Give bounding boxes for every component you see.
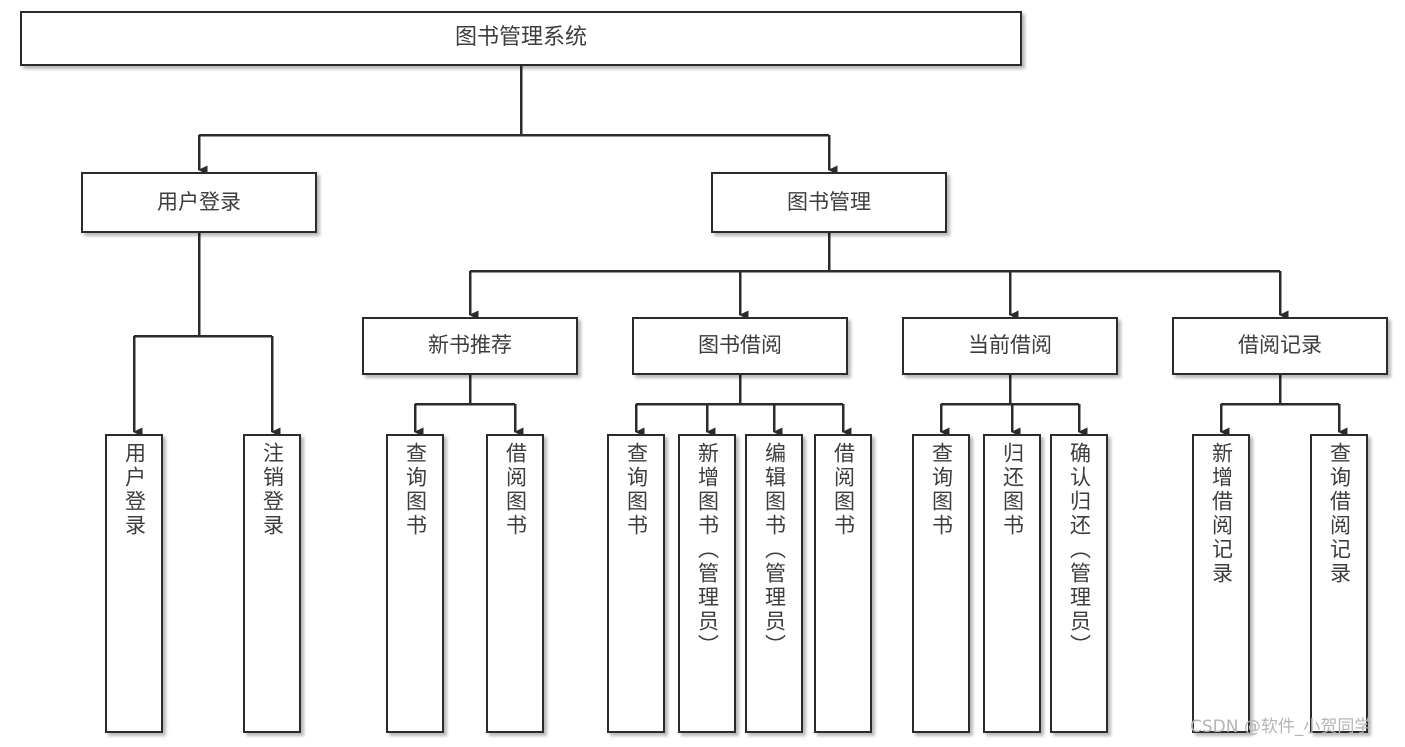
node-label: 借阅图书	[503, 442, 528, 538]
node-user-login[interactable]: 用户登录	[81, 172, 317, 233]
node-label: 新增借阅记录	[1209, 442, 1234, 586]
node-book-borrow[interactable]: 图书借阅	[632, 317, 848, 375]
node-book-management[interactable]: 图书管理	[711, 172, 947, 233]
node-label: 查询借阅记录	[1327, 442, 1352, 586]
node-label: 确认归还（管理员）	[1067, 442, 1092, 658]
node-label: 查询图书	[624, 442, 649, 538]
node-leaf-add-book[interactable]: 新增图书（管理员）	[678, 434, 736, 733]
node-leaf-user-login[interactable]: 用户登录	[105, 434, 163, 733]
node-leaf-query-book-2[interactable]: 查询图书	[607, 434, 665, 733]
node-leaf-query-book-3[interactable]: 查询图书	[912, 434, 970, 733]
node-root[interactable]: 图书管理系统	[20, 11, 1022, 66]
node-current-borrow[interactable]: 当前借阅	[902, 317, 1118, 375]
node-leaf-query-borrow-record[interactable]: 查询借阅记录	[1310, 434, 1368, 733]
node-leaf-return-book[interactable]: 归还图书	[983, 434, 1041, 733]
node-borrow-record[interactable]: 借阅记录	[1172, 317, 1388, 375]
node-label: 查询图书	[403, 442, 428, 538]
node-label: 编辑图书（管理员）	[762, 442, 787, 658]
node-leaf-borrow-book-1[interactable]: 借阅图书	[486, 434, 544, 733]
node-label: 用户登录	[157, 189, 241, 214]
node-label: 新增图书（管理员）	[695, 442, 720, 658]
node-leaf-edit-book[interactable]: 编辑图书（管理员）	[745, 434, 803, 733]
node-label: 注销登录	[260, 442, 285, 538]
node-leaf-logout[interactable]: 注销登录	[243, 434, 301, 733]
node-label: 用户登录	[122, 442, 147, 538]
node-label: 归还图书	[1000, 442, 1025, 538]
node-label: 图书借阅	[698, 333, 782, 358]
node-label: 当前借阅	[968, 333, 1052, 358]
node-label: 查询图书	[929, 442, 954, 538]
node-label: 借阅记录	[1238, 333, 1322, 358]
node-leaf-confirm-return[interactable]: 确认归还（管理员）	[1050, 434, 1108, 733]
node-label: 借阅图书	[831, 442, 856, 538]
node-leaf-add-borrow-record[interactable]: 新增借阅记录	[1192, 434, 1250, 733]
node-label: 新书推荐	[428, 333, 512, 358]
node-leaf-borrow-book-2[interactable]: 借阅图书	[814, 434, 872, 733]
node-new-book-recommend[interactable]: 新书推荐	[362, 317, 578, 375]
node-label: 图书管理	[787, 189, 871, 214]
node-label: 图书管理系统	[454, 25, 587, 51]
node-leaf-query-book-1[interactable]: 查询图书	[386, 434, 444, 733]
